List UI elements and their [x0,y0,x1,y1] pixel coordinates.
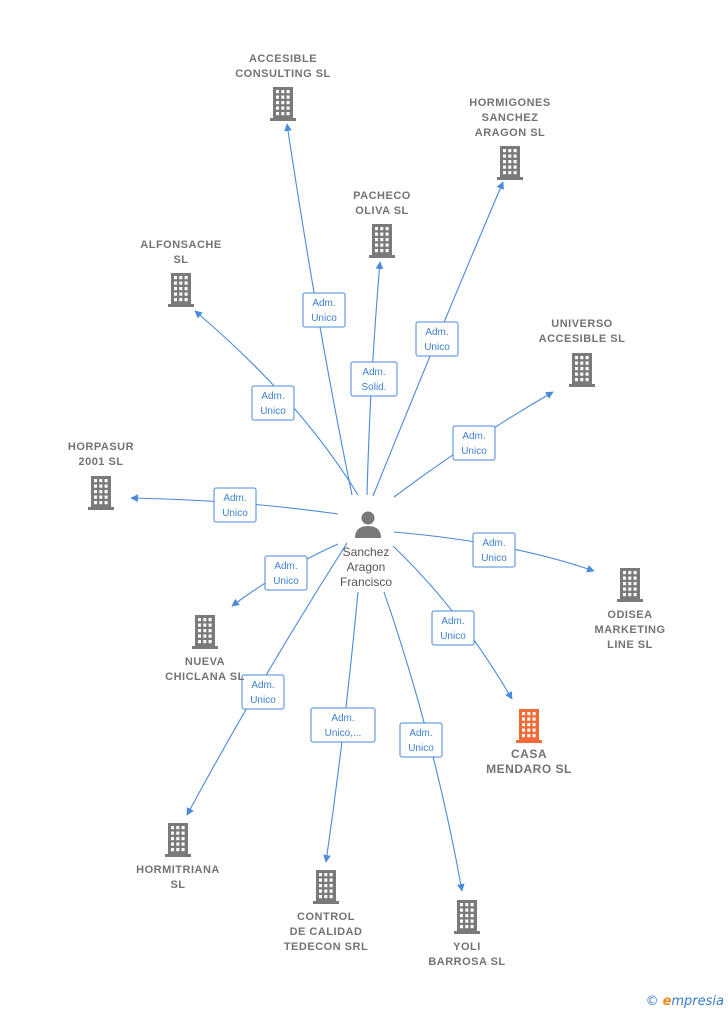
person-name-line-2: Aragon [347,560,386,574]
role-box-odisea-marketing-line[interactable]: Adm. Unico [472,532,516,568]
company-name-line: 2001 SL [78,456,123,468]
company-name-line: NUEVA [185,656,225,668]
company-node-control-calidad-tedecon[interactable]: CONTROL DE CALIDAD TEDECON SRL [284,870,368,953]
company-name-line: ALFONSACHE [140,239,221,251]
building-icon [369,224,395,258]
company-name-line: HORPASUR [68,441,134,453]
company-name-line: ACCESIBLE [249,53,317,65]
building-icon [617,568,643,602]
role-text-line: Unico [424,342,450,353]
company-name-line: HORMIGONES [469,97,550,109]
role-box-casa-mendaro[interactable]: Adm. Unico [431,610,475,646]
role-text-line: Adm. [409,728,432,739]
role-text-line: Unico [250,695,276,706]
company-name-line: DE CALIDAD [290,926,363,938]
role-text-line: Adm. [251,680,274,691]
company-node-pacheco-oliva[interactable]: PACHECO OLIVA SL [353,190,411,258]
company-node-yoli-barrosa[interactable]: YOLI BARROSA SL [428,900,505,968]
copyright-symbol: © [645,994,659,1009]
role-text-line: Adm. [441,616,464,627]
person-node[interactable]: Sanchez Aragon Francisco [340,511,392,590]
company-name-line: SL [170,879,185,891]
company-name-line: ODISEA [607,609,652,621]
building-icon [165,823,191,857]
role-text-line: Adm. [223,493,246,504]
role-text-line: Unico [311,313,337,324]
building-icon [497,146,523,180]
company-name-line: OLIVA SL [355,205,409,217]
role-box-alfonsache[interactable]: Adm. Unico [251,385,295,421]
role-box-pacheco-oliva[interactable]: Adm. Solid. [350,361,398,397]
role-text-line: Unico [408,743,434,754]
role-text-line: Adm. [312,298,335,309]
company-name-line: LINE SL [607,639,653,651]
company-name-line: HORMITRIANA [136,864,220,876]
company-node-odisea-marketing-line[interactable]: ODISEA MARKETING LINE SL [594,568,665,651]
role-box-control-calidad-tedecon[interactable]: Adm. Unico,... [310,707,376,743]
role-text-line: Unico,... [325,728,362,739]
role-text-line: Unico [440,631,466,642]
company-node-universo-accesible[interactable]: UNIVERSO ACCESIBLE SL [539,318,626,387]
footer-brand: ©empresia [646,994,724,1009]
company-name-line: PACHECO [353,190,411,202]
company-name-line: BARROSA SL [428,956,505,968]
company-name-line: ARAGON SL [475,127,546,139]
building-icon [270,87,296,121]
person-name-line-1: Sanchez [343,545,390,559]
building-icon [168,273,194,307]
role-box-universo-accesible[interactable]: Adm. Unico [452,425,496,461]
building-icon [88,476,114,510]
building-icon [192,615,218,649]
brand-initial: e [662,994,672,1009]
company-name-line: SANCHEZ [482,112,539,124]
role-text-line: Unico [273,576,299,587]
role-text-line: Adm. [362,367,385,378]
role-text-line: Adm. [462,431,485,442]
role-box-nueva-chiclana[interactable]: Adm. Unico [264,555,308,591]
role-text-line: Adm. [482,538,505,549]
building-icon [313,870,339,904]
person-name-line-3: Francisco [340,575,392,589]
role-box-yoli-barrosa[interactable]: Adm. Unico [399,722,443,758]
role-text-line: Adm. [425,327,448,338]
building-icon [454,900,480,934]
company-name-line: YOLI [453,941,481,953]
role-box-hormitriana[interactable]: Adm. Unico [241,674,285,710]
role-text-line: Adm. [261,391,284,402]
company-node-alfonsache[interactable]: ALFONSACHE SL [140,239,221,307]
company-name-line: CASA [511,747,547,761]
company-name-line: CONSULTING SL [235,68,331,80]
company-name-line: CONTROL [297,911,355,923]
company-node-horpasur-2001[interactable]: HORPASUR 2001 SL [68,441,134,510]
person-icon [355,511,381,538]
role-text-line: Unico [222,508,248,519]
building-icon [569,353,595,387]
brand-name: mpresia [671,994,724,1009]
company-name-line: SL [173,254,188,266]
company-name-line: CHICLANA SL [165,671,245,683]
building-icon [516,709,542,743]
role-text-line: Adm. [274,561,297,572]
role-box-hormigones-sanchez-aragon[interactable]: Adm. Unico [415,321,459,357]
role-box-accesible-consulting[interactable]: Adm. Unico [302,292,346,328]
company-name-line: ACCESIBLE SL [539,333,626,345]
company-name-line: MENDARO SL [486,762,572,776]
company-name-line: UNIVERSO [551,318,612,330]
role-text-line: Unico [260,406,286,417]
role-text-line: Adm. [331,713,354,724]
company-node-accesible-consulting[interactable]: ACCESIBLE CONSULTING SL [235,53,331,121]
role-text-line: Unico [461,446,487,457]
role-text-line: Solid. [361,382,386,393]
company-name-line: MARKETING [594,624,665,636]
role-box-horpasur-2001[interactable]: Adm. Unico [213,487,257,523]
company-node-hormitriana[interactable]: HORMITRIANA SL [136,823,220,891]
company-name-line: TEDECON SRL [284,941,368,953]
company-node-hormigones-sanchez-aragon[interactable]: HORMIGONES SANCHEZ ARAGON SL [469,97,550,180]
role-text-line: Unico [481,553,507,564]
company-node-nueva-chiclana[interactable]: NUEVA CHICLANA SL [165,615,245,683]
